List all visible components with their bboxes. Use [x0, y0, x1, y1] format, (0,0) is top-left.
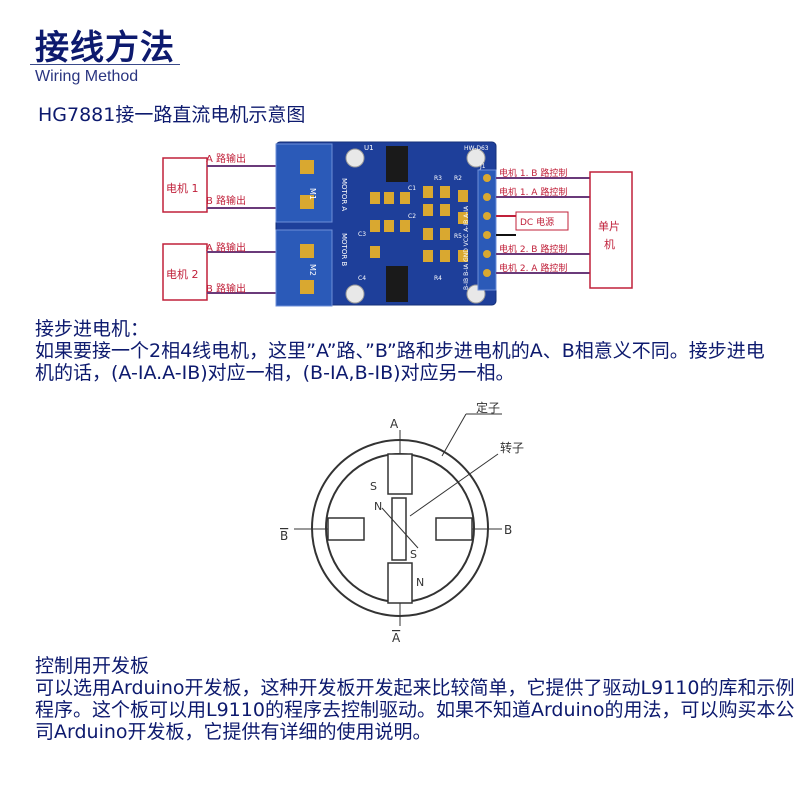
stepper-heading: 接步进电机： [35, 318, 150, 340]
r3-label: R3 [434, 175, 442, 182]
pole-n-top: N [374, 500, 382, 513]
dc-power-box [515, 211, 569, 231]
c3-label: C3 [358, 231, 366, 238]
b-output-label-1: B 路输出 [206, 194, 246, 207]
mcu-box [589, 171, 633, 289]
motor-2-label: 电机 2 [166, 267, 199, 281]
motor-1-label: 电机 1 [166, 181, 199, 195]
pole-s-bottom: S [410, 548, 417, 561]
ctrl-label-3: 电机 2. B 路控制 [499, 243, 567, 255]
title-rule [30, 64, 180, 65]
board-id: HW-D63 [464, 145, 489, 152]
terminal-m2 [275, 229, 333, 307]
stepper-body: 如果要接一个2相4线电机，这里”A”路、”B”路和步进电机的A、B相意义不同。接… [35, 340, 765, 384]
r4-label: R4 [434, 275, 442, 282]
pin-labels: B-IB B-IA GND VCC A-IB A-IA [463, 205, 470, 290]
pin-header [477, 169, 497, 291]
page-title: 接线方法 [35, 28, 175, 68]
ctrl-label-2: 电机 1. A 路控制 [499, 186, 567, 198]
mcu-label-2: 机 [604, 237, 615, 251]
a-output-label-1: A 路输出 [206, 152, 246, 165]
terminal-m1 [275, 143, 333, 223]
r5-label: R5 [454, 233, 462, 240]
phase-b-label: B [504, 523, 512, 537]
pcb-board: M1 M2 MOTOR A MOTOR B U1 HW-D63 R2 R3 R4… [275, 141, 497, 307]
m1-label: M1 [308, 188, 317, 200]
motor-b-label: MOTOR B [340, 233, 348, 266]
u1-label: U1 [364, 144, 374, 152]
m2-label: M2 [308, 264, 317, 276]
dc-power-label: DC 电源 [520, 216, 554, 228]
ctrl-label-1: 电机 1. B 路控制 [499, 167, 567, 179]
wiring-diagram: 电机 1 电机 2 A 路输出 B 路输出 A 路输出 B 路输出 M1 M2 … [162, 141, 633, 307]
c2-label: C2 [408, 213, 416, 220]
phase-a-label: A [390, 417, 399, 431]
j1-label: J1 [479, 163, 486, 170]
pole-s-top: S [370, 480, 377, 493]
motor-1-box [162, 157, 208, 213]
diagram-title: HG7881接一路直流电机示意图 [38, 104, 306, 126]
stepper-diagram: 定子 转子 A A B B S N S N [280, 400, 524, 645]
pole-n-bottom: N [416, 576, 424, 589]
phase-a-bar-label: A [392, 631, 401, 645]
board-heading: 控制用开发板 [35, 655, 150, 677]
ctrl-label-4: 电机 2. A 路控制 [499, 262, 567, 274]
a-output-label-2: A 路输出 [206, 241, 246, 254]
c1-label: C1 [408, 185, 416, 192]
board-body: 可以选用Arduino开发板，这种开发板开发起来比较简单，它提供了驱动L9110… [35, 677, 795, 743]
rotor-label: 转子 [500, 440, 524, 455]
motor-2-box [162, 243, 208, 301]
board-section: 控制用开发板 可以选用Arduino开发板，这种开发板开发起来比较简单，它提供了… [35, 655, 800, 743]
mcu-label-1: 单片 [598, 220, 620, 233]
motor-a-label: MOTOR A [340, 178, 348, 211]
r2-label: R2 [454, 175, 462, 182]
page-subtitle: Wiring Method [35, 68, 139, 85]
c4-label: C4 [358, 275, 366, 282]
stator-label: 定子 [476, 400, 500, 415]
phase-b-bar-label: B [280, 529, 288, 543]
stepper-section: 接步进电机： 如果要接一个2相4线电机，这里”A”路、”B”路和步进电机的A、B… [35, 318, 780, 384]
b-output-label-2: B 路输出 [206, 282, 246, 295]
